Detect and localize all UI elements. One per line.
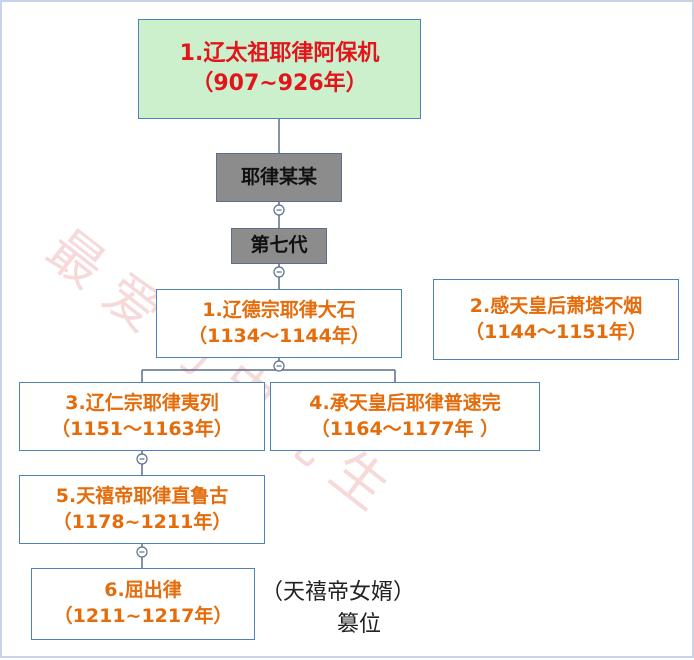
node-chengtian-name: 4.承天皇后耶律普速完 (309, 391, 501, 414)
node-quchulu[interactable]: 6.屈出律 （1211~1217年） (31, 568, 255, 640)
node-chengtian-reign: （1164～1177年 ） (310, 417, 500, 440)
node-renzong-reign: （1151～1163年） (51, 417, 233, 440)
node-dezong-reign: （1134～1144年） (188, 324, 370, 347)
node-dezong-name: 1.辽德宗耶律大石 (202, 298, 356, 321)
node-yelu-moumou[interactable]: 耶律某某 (216, 153, 342, 202)
node-gantian-reign: （1144～1151年） (465, 320, 647, 343)
node-taizu[interactable]: 1.辽太祖耶律阿保机 （907~926年） (138, 19, 421, 119)
node-gantian[interactable]: 2.感天皇后萧塔不烟 （1144～1151年） (433, 279, 679, 360)
node-dezong[interactable]: 1.辽德宗耶律大石 （1134～1144年） (156, 289, 402, 358)
node-chengtian[interactable]: 4.承天皇后耶律普速完 （1164～1177年 ） (270, 382, 540, 451)
node-seventh-generation[interactable]: 第七代 (231, 228, 327, 264)
node-tianxi[interactable]: 5.天禧帝耶律直鲁古 （1178~1211年） (19, 475, 265, 544)
node-tianxi-name: 5.天禧帝耶律直鲁古 (55, 484, 229, 507)
node-quchulu-reign: （1211~1217年） (53, 605, 233, 627)
node-taizu-name: 1.辽太祖耶律阿保机 (179, 41, 380, 67)
usurper-note-line2: 篡位 (337, 612, 382, 637)
node-taizu-reign: （907~926年） (191, 71, 368, 96)
node-tianxi-reign: （1178~1211年） (52, 510, 232, 533)
usurper-note-line1: （天禧帝女婿） (261, 580, 416, 605)
node-renzong-name: 3.辽仁宗耶律夷列 (65, 391, 219, 414)
node-renzong[interactable]: 3.辽仁宗耶律夷列 （1151～1163年） (19, 382, 265, 451)
node-yelu-moumou-label: 耶律某某 (240, 165, 317, 188)
node-seventh-generation-label: 第七代 (250, 234, 308, 257)
node-gantian-name: 2.感天皇后萧塔不烟 (469, 294, 643, 317)
node-quchulu-name: 6.屈出律 (104, 579, 182, 602)
